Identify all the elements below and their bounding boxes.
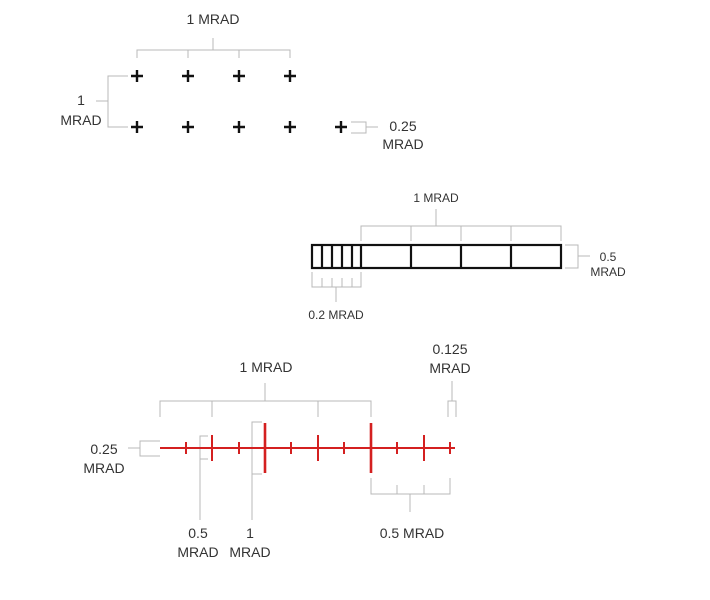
box-right-label-line1: 0.5 <box>600 250 617 264</box>
red-top-bracket <box>159 383 372 417</box>
box-right-label-line2: MRAD <box>590 265 626 279</box>
red-bottom-label-c: 0.5 MRAD <box>380 525 445 541</box>
red-eighth-bracket <box>447 381 457 417</box>
red-bottom-label-b-line2: MRAD <box>229 544 270 560</box>
box-bottom-label: 0.2 MRAD <box>308 308 364 322</box>
red-top-label: 1 MRAD <box>240 359 293 375</box>
red-ticks <box>185 423 451 473</box>
red-bottom-right-bracket <box>370 478 451 512</box>
crosshair-top-bracket <box>136 38 291 58</box>
crosshair-row-2 <box>131 121 347 133</box>
box-reticle-outline <box>310 243 563 270</box>
red-top-right-label-line1: 0.125 <box>432 341 467 357</box>
cross-mark <box>233 121 245 133</box>
cross-mark <box>335 121 347 133</box>
red-one-bracket <box>251 421 262 520</box>
cross-mark <box>131 70 143 82</box>
box-top-bracket <box>360 209 562 241</box>
red-left-label-line2: MRAD <box>83 460 124 476</box>
box-bottom-bracket <box>311 272 362 302</box>
box-right-bracket <box>565 244 590 269</box>
box-fine-dividers <box>320 245 363 268</box>
crosshair-right-label-line2: MRAD <box>382 136 423 152</box>
cross-mark <box>182 70 194 82</box>
cross-mark <box>131 121 143 133</box>
crosshair-left-bracket <box>96 75 128 128</box>
cross-mark <box>284 121 296 133</box>
cross-mark <box>182 121 194 133</box>
crosshair-right-bracket <box>351 121 378 134</box>
red-bottom-label-b-line1: 1 <box>246 525 254 541</box>
red-left-bracket <box>128 440 160 457</box>
crosshair-left-label-line2: MRAD <box>60 112 101 128</box>
red-left-label-line1: 0.25 <box>90 441 117 457</box>
crosshair-panel: 1 MRAD 1 MRAD 0.25 MRAD <box>60 11 423 152</box>
red-top-right-label-line2: MRAD <box>429 360 470 376</box>
cross-mark <box>284 70 296 82</box>
crosshair-row-1 <box>131 70 296 82</box>
box-coarse-dividers <box>409 245 513 268</box>
box-panel: 1 MRAD 0.5 MRAD 0.2 MRAD <box>308 191 626 322</box>
box-top-label: 1 MRAD <box>413 191 459 205</box>
red-bottom-label-a-line1: 0.5 <box>188 525 208 541</box>
cross-mark <box>233 70 245 82</box>
crosshair-left-label-line1: 1 <box>77 92 85 108</box>
crosshair-top-label: 1 MRAD <box>187 11 240 27</box>
red-bottom-label-a-line2: MRAD <box>177 544 218 560</box>
crosshair-right-label-line1: 0.25 <box>389 118 416 134</box>
red-reticle-panel: 1 MRAD 0.125 MRAD 0.25 MRAD <box>83 341 470 560</box>
